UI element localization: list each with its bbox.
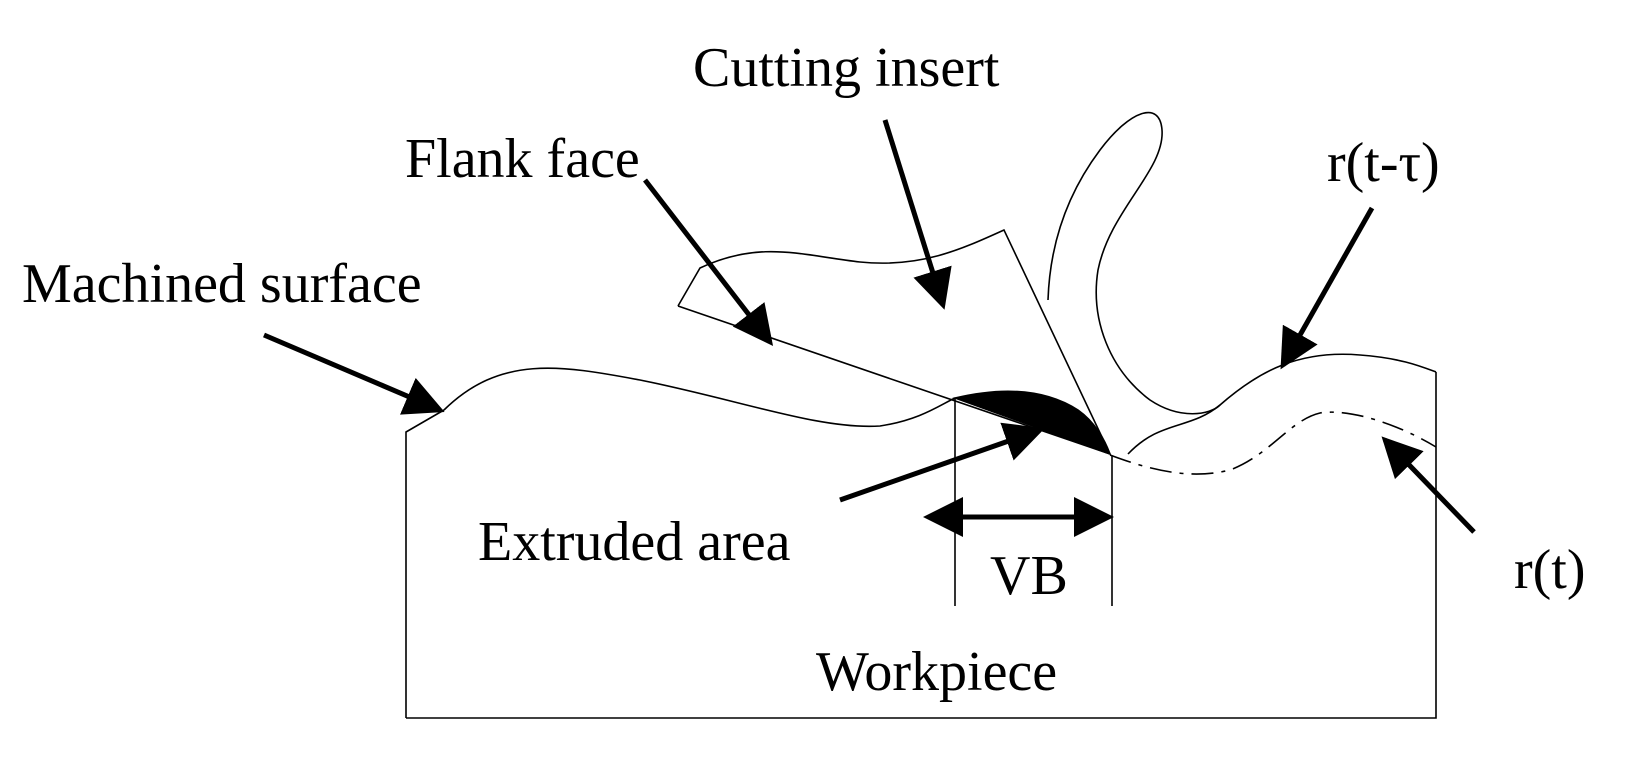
label-vb: VB	[990, 545, 1068, 607]
label-cutting-insert: Cutting insert	[693, 37, 1000, 99]
arrow-flank-face	[643, 178, 774, 346]
label-flank-face: Flank face	[405, 128, 640, 190]
cutting-insert-body	[677, 228, 1112, 456]
extruded-area-shape	[952, 390, 1112, 456]
label-extruded-area: Extruded area	[478, 511, 791, 573]
arrow-extruded-area	[839, 422, 1045, 503]
label-machined-surface: Machined surface	[22, 253, 422, 315]
arrow-machined-surface	[263, 332, 445, 415]
label-r-t: r(t)	[1514, 539, 1586, 601]
surface-r-t	[1109, 411, 1437, 475]
label-r-t-minus-tau: r(t-τ)	[1327, 132, 1440, 194]
chip	[1047, 111, 1221, 415]
surface-r-t-minus-tau	[1127, 353, 1437, 455]
arrow-r-t-minus-tau	[1280, 206, 1375, 370]
arrow-cutting-insert	[882, 119, 952, 310]
machined-surface-curve	[443, 367, 956, 428]
label-workpiece: Workpiece	[816, 641, 1057, 703]
workpiece-outline	[405, 409, 445, 718]
workpiece-bottom	[406, 372, 1437, 719]
arrow-r-t	[1381, 436, 1476, 534]
